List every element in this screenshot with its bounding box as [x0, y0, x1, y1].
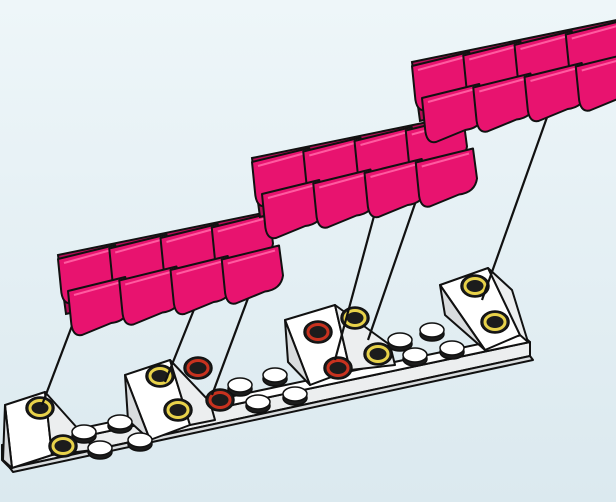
roof-tile-highlight [73, 281, 122, 296]
flat-stud [107, 414, 133, 434]
flat-stud [87, 440, 113, 460]
roof-tile-highlight [124, 270, 173, 286]
flat-stud [127, 432, 153, 452]
yellow-pin-hole [25, 396, 55, 420]
roof-tile-highlight [520, 35, 569, 50]
yellow-pin-hole [145, 364, 175, 388]
red-pin-hole [205, 388, 235, 412]
guide-line [333, 204, 379, 361]
roof-panel-right [410, 19, 616, 144]
roof-tile-highlight [581, 60, 616, 72]
connector-rings [25, 274, 510, 458]
red-pin-hole [183, 356, 213, 380]
yellow-pin-hole [363, 342, 393, 366]
roof-tile-highlight [227, 249, 276, 265]
flat-stud [227, 377, 253, 397]
roof-tile-highlight [370, 163, 419, 178]
roof-panel-middle [250, 114, 478, 240]
flat-studs [71, 322, 465, 460]
roof-tile-highlight [267, 184, 316, 199]
flat-stud [245, 394, 271, 414]
flat-stud [402, 347, 428, 367]
roof-tile-highlight [114, 238, 163, 254]
guide-line [480, 91, 558, 301]
flat-stud [262, 367, 288, 387]
roof-tile-highlight [176, 260, 225, 275]
roof-tile-highlight [530, 67, 579, 82]
red-pin-hole [303, 320, 333, 344]
roof-tile-highlight [468, 45, 517, 61]
roof-tile-highlight [417, 56, 466, 71]
roof-tile-highlight [217, 217, 266, 233]
roof-tile-highlight [421, 152, 470, 168]
yellow-pin-hole [163, 398, 193, 422]
roof-panel-left [56, 211, 284, 337]
flat-stud [439, 340, 465, 360]
flat-stud [387, 332, 413, 352]
roof-tile-highlight [166, 228, 215, 243]
yellow-pin-hole [480, 310, 510, 334]
yellow-pin-hole [48, 434, 78, 458]
roof-tile-highlight [308, 141, 357, 157]
roof-tile-highlight [478, 77, 527, 93]
yellow-pin-hole [460, 274, 490, 298]
roof-tile-highlight [571, 25, 616, 40]
flat-stud [71, 424, 97, 444]
roof-tile-highlight [63, 249, 112, 264]
red-pin-hole [323, 356, 353, 380]
flat-stud [282, 386, 308, 406]
roof-tile-highlight [427, 88, 476, 103]
roof-tile-highlight [257, 152, 306, 167]
flat-stud [419, 322, 445, 342]
roof-tile-highlight [318, 173, 367, 189]
roof-tile-highlight [360, 131, 409, 146]
